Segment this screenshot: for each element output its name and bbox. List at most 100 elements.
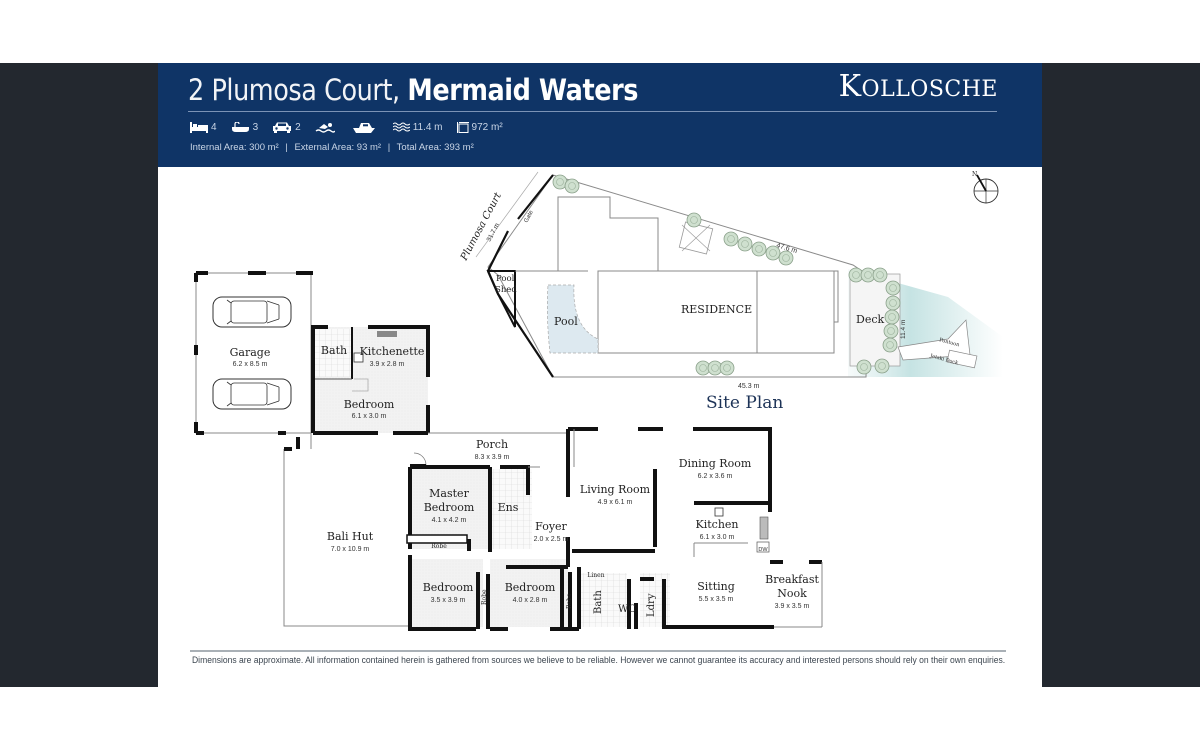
deck-label: Deck xyxy=(856,313,884,326)
feature-water-frontage: 11.4 m xyxy=(392,122,443,133)
room-name: Breakfast xyxy=(765,573,819,586)
room-dimensions: 4.0 x 2.8 m xyxy=(513,597,548,604)
bed-icon xyxy=(190,121,208,133)
room-name: Bedroom xyxy=(505,581,556,594)
room-dimensions: 6.2 x 8.5 m xyxy=(233,361,268,368)
room-bedroom-3: Bedroom 4.0 x 2.8 m xyxy=(505,581,556,604)
robe-label: Robe xyxy=(431,543,447,550)
room-kitchenette: Kitchenette 3.9 x 2.8 m xyxy=(360,345,425,368)
pool-shed-label-1: Pool xyxy=(496,274,515,284)
boat-icon xyxy=(352,122,375,133)
room-dimensions: 5.5 x 3.5 m xyxy=(699,596,734,603)
room-dimensions: 3.9 x 2.8 m xyxy=(370,361,405,368)
room-name: Garage xyxy=(230,346,271,359)
property-address: 2 Plumosa Court, Mermaid Waters xyxy=(188,73,638,107)
gate-label: Gate xyxy=(523,209,535,224)
car-icon xyxy=(273,122,292,133)
pool-swimmer-icon xyxy=(315,122,335,133)
room-dimensions: 2.0 x 2.5 m xyxy=(534,536,569,543)
main-house xyxy=(406,427,823,631)
room-name: Living Room xyxy=(580,483,651,496)
compass-north-label: N xyxy=(972,171,977,178)
north-compass-icon: N xyxy=(972,171,999,204)
room-name: Bedroom xyxy=(344,398,395,411)
dishwasher-label: DW xyxy=(758,547,768,553)
brand-logo: KOLLOSCHE xyxy=(839,69,998,104)
disclaimer-text: Dimensions are approximate. All informat… xyxy=(192,655,1006,665)
room-living: Living Room 4.9 x 6.1 m xyxy=(580,483,651,506)
pool-shed-label-2: Shed xyxy=(495,285,517,295)
garage-wing xyxy=(194,271,568,627)
room-bali-hut: Bali Hut 7.0 x 10.9 m xyxy=(327,530,374,553)
bath-label: Bath xyxy=(593,590,604,614)
room-name-line2: Nook xyxy=(777,587,807,600)
feature-value: 3 xyxy=(252,121,259,133)
listing-header: 2 Plumosa Court, Mermaid Waters KOLLOSCH… xyxy=(158,63,1042,167)
trees xyxy=(552,174,901,376)
brand-logo-rest: OLLOSCHE xyxy=(861,77,998,102)
site-plan: Plumosa Court 31.7 m Gate Pool Shed Pool… xyxy=(458,171,1003,413)
room-bath: Bath xyxy=(321,344,347,357)
address-suburb: Mermaid Waters xyxy=(407,73,638,107)
feature-value: 2 xyxy=(295,121,301,133)
pool-shape xyxy=(546,284,599,354)
feature-land-area: 972 m² xyxy=(456,121,503,133)
room-dimensions: 7.0 x 10.9 m xyxy=(331,546,370,553)
pool-shed-outline xyxy=(486,270,516,328)
room-name: Kitchenette xyxy=(360,345,425,358)
area-separator: | xyxy=(285,142,288,153)
site-plan-title: Site Plan xyxy=(706,393,783,413)
dishwasher xyxy=(756,541,770,553)
area-summary: Internal Area: 300 m² | External Area: 9… xyxy=(190,142,478,153)
room-sitting: Sitting 5.5 x 3.5 m xyxy=(697,580,735,603)
room-bedroom-suite: Bedroom 6.1 x 3.0 m xyxy=(344,398,395,420)
header-divider xyxy=(188,111,997,112)
footer-divider xyxy=(190,650,1006,652)
floor-plan-drawing: Plumosa Court 31.7 m Gate Pool Shed Pool… xyxy=(194,171,1003,631)
room-name: Kitchen xyxy=(696,518,739,531)
room-dimensions: 4.1 x 4.2 m xyxy=(432,517,467,524)
room-garage: Garage 6.2 x 8.5 m xyxy=(230,346,271,368)
floorplan-sheet: 2 Plumosa Court, Mermaid Waters KOLLOSCH… xyxy=(158,63,1042,687)
room-ensuite: Ens xyxy=(498,501,519,514)
area-separator: | xyxy=(387,142,391,153)
internal-area: Internal Area: 300 m² xyxy=(190,142,279,153)
cooktop-icon xyxy=(714,507,724,517)
pontoon xyxy=(897,319,971,361)
jetski-dock xyxy=(946,349,978,369)
room-name: Foyer xyxy=(535,520,567,533)
water-frontage-icon xyxy=(392,122,410,132)
brand-logo-initial: K xyxy=(838,69,862,104)
room-name: Master xyxy=(429,487,469,500)
linen-label: Linen xyxy=(587,572,604,579)
feature-value: 972 m² xyxy=(471,121,503,133)
feature-boat xyxy=(352,122,379,133)
feature-value: 4 xyxy=(211,121,217,133)
feature-bathrooms: 3 xyxy=(231,121,259,133)
pool-label: Pool xyxy=(554,315,578,328)
feature-list: 4 3 2 11.4 m 972 m² xyxy=(190,119,517,135)
room-dimensions: 3.9 x 3.5 m xyxy=(775,603,810,610)
room-dimensions: 6.1 x 3.0 m xyxy=(352,413,387,420)
room-name: Porch xyxy=(476,438,508,451)
room-name: Bali Hut xyxy=(327,530,374,543)
external-area: External Area: 93 m² xyxy=(294,142,382,153)
room-bedroom-2: Bedroom 3.5 x 3.9 m xyxy=(423,581,474,604)
room-dimensions: 4.9 x 6.1 m xyxy=(598,499,633,506)
room-foyer: Foyer 2.0 x 2.5 m xyxy=(534,520,569,543)
address-street: 2 Plumosa Court, xyxy=(188,73,400,107)
pontoon-label: Pontoon xyxy=(938,337,960,348)
water-frontage-label: 11.4 m xyxy=(900,320,907,339)
laundry-label: Ldry xyxy=(646,593,657,617)
bath-icon xyxy=(231,121,249,132)
room-dimensions: 3.5 x 3.9 m xyxy=(431,597,466,604)
robe-label: Robe xyxy=(481,589,488,605)
property-boundary xyxy=(487,174,869,378)
room-name: Bath xyxy=(321,344,347,357)
residence-label: RESIDENCE xyxy=(681,303,752,316)
room-name: Bedroom xyxy=(423,581,474,594)
room-name: Sitting xyxy=(697,580,735,593)
robe-label: Robe xyxy=(566,593,573,609)
